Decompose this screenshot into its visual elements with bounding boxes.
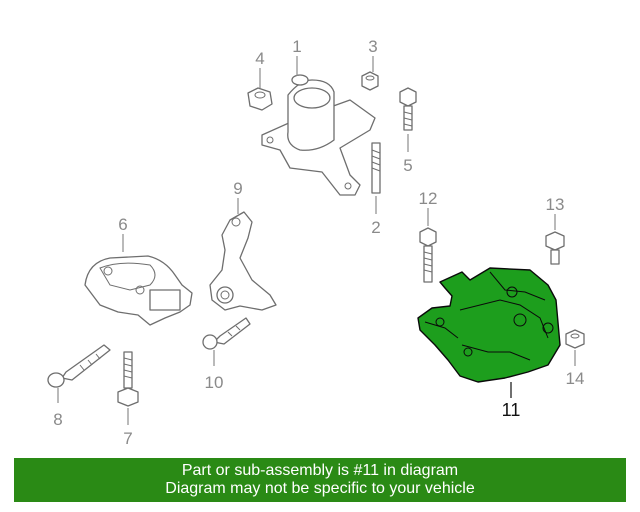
callout-4: 4: [255, 49, 264, 68]
part-13-bolt: [545, 231, 565, 265]
part-2-stud: [371, 142, 381, 194]
callout-6: 6: [118, 215, 127, 234]
part-10-bolt: [202, 317, 251, 350]
part-1-engine-mount: [261, 74, 376, 196]
callout-3: 3: [368, 37, 377, 56]
callout-2: 2: [371, 218, 380, 237]
part-5-bolt: [399, 87, 417, 131]
part-3-nut: [361, 71, 379, 91]
callout-12: 12: [419, 189, 438, 208]
part-14-nut: [565, 329, 585, 349]
part-9-bracket: [209, 211, 277, 311]
callout-7: 7: [123, 429, 132, 448]
info-banner: Part or sub-assembly is #11 in diagram D…: [14, 458, 626, 502]
part-7-bolt: [117, 351, 139, 407]
callout-9: 9: [233, 179, 242, 198]
callout-1: 1: [292, 37, 301, 56]
part-11-transmission-mount-highlighted: [417, 267, 561, 383]
part-4-nut: [247, 87, 273, 111]
callout-5: 5: [403, 156, 412, 175]
part-8-bolt: [47, 344, 111, 388]
banner-line-2: Diagram may not be specific to your vehi…: [165, 480, 475, 497]
callout-14: 14: [566, 369, 585, 388]
part-12-bolt: [419, 227, 437, 283]
part-6-transmission-mount: [84, 255, 193, 326]
callout-8: 8: [53, 410, 62, 429]
callout-13: 13: [546, 195, 565, 214]
callout-10: 10: [205, 373, 224, 392]
banner-line-1: Part or sub-assembly is #11 in diagram: [181, 462, 459, 479]
callout-11: 11: [502, 400, 521, 420]
